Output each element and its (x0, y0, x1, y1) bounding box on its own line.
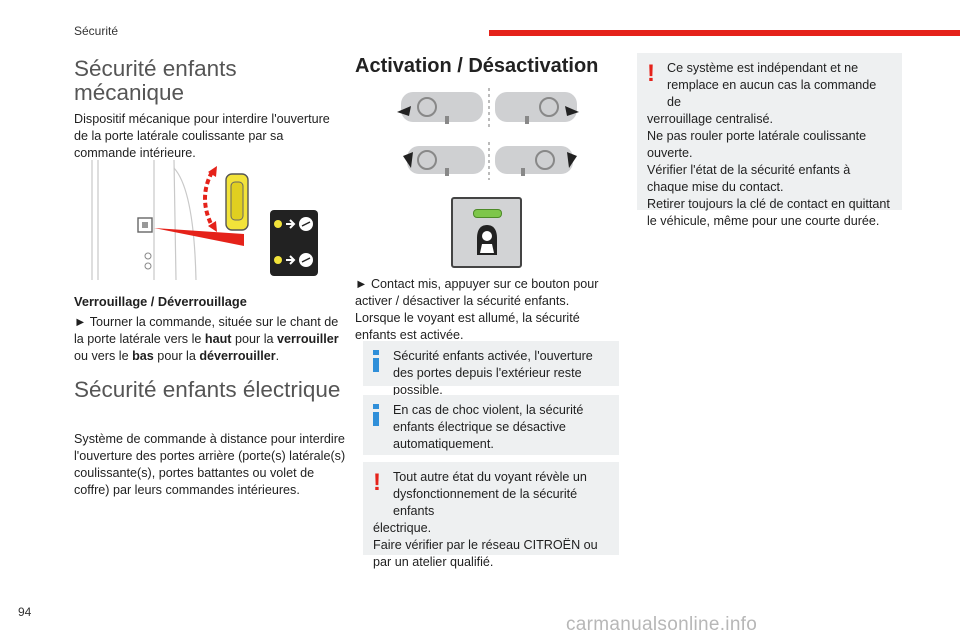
warning-text: dysfonctionnement de la sécurité enfants (393, 487, 578, 518)
child-lock-icon (477, 225, 497, 255)
car-top-view-icon (397, 88, 579, 180)
lock-unlock-heading: Verrouillage / Déverrouillage (74, 294, 247, 309)
warning-icon: ! (373, 469, 381, 496)
mechanical-description: Dispositif mécanique pour interdire l'ou… (74, 112, 330, 160)
info-text: Sécurité enfants activée, l'ouverture de… (393, 349, 593, 397)
warning-text: Tout autre état du voyant révèle un (393, 470, 587, 484)
lock-text-part: pour la (153, 349, 200, 363)
info-box-1: Sécurité enfants activée, l'ouverture de… (363, 341, 619, 397)
lock-text-bold: déverrouiller (199, 349, 276, 363)
lock-text-bold: haut (204, 332, 232, 346)
info-text: En cas de choc violent, la sécurité enfa… (393, 403, 584, 451)
activation-heading: Activation / Désactivation (355, 55, 599, 77)
warning-box-1: ! Tout autre état du voyant révèle un dy… (363, 462, 619, 569)
warning-text: électrique. (373, 521, 432, 535)
info-icon (373, 350, 379, 372)
info-icon (373, 404, 379, 426)
lock-text-bold: bas (132, 349, 154, 363)
bullet-arrow: ► (74, 315, 90, 329)
lock-text-part: . (275, 349, 280, 363)
warning-icon: ! (647, 60, 655, 87)
status-led (473, 209, 502, 218)
warning-box-2: ! Ce système est indépendant et ne rempl… (637, 53, 902, 228)
warning-text: Ne pas rouler porte latérale coulissante… (647, 129, 867, 160)
instruction-text: ► Contact mis, appuyer sur ce bouton pou… (355, 277, 599, 308)
lock-text-part: ou vers le (74, 349, 133, 363)
header-accent-bar (489, 30, 960, 36)
child-lock-button[interactable] (451, 197, 522, 268)
section-label: Sécurité (74, 24, 119, 38)
warning-text: Vérifier l'état de la sécurité enfants à… (647, 163, 851, 194)
watermark: carmanualsonline.info (566, 614, 758, 635)
title-electric: Sécurité enfants électrique (74, 377, 341, 402)
mechanical-lock-illustration (84, 160, 330, 280)
page-number: 94 (18, 605, 32, 619)
instruction-note: Lorsque le voyant est allumé, la sécurit… (355, 311, 580, 342)
electric-description: Système de commande à distance pour inte… (74, 432, 346, 497)
warning-text: Retirer toujours la clé de contact en qu… (647, 197, 890, 228)
lock-instruction: ► Tourner la commande, située sur le cha… (74, 314, 346, 365)
lock-text-part: pour la (231, 332, 278, 346)
title-mechanical: Sécurité enfants mécanique (74, 56, 237, 105)
warning-text: Ce système est indépendant et ne (667, 61, 859, 75)
lock-text-part: Tourner la commande, située sur le chant… (74, 315, 339, 346)
info-box-2: En cas de choc violent, la sécurité enfa… (363, 395, 619, 455)
lock-text-bold: verrouiller (277, 332, 339, 346)
warning-text: verrouillage centralisé. (647, 112, 773, 126)
warning-text: Faire vérifier par le réseau CITROËN ou … (373, 538, 598, 569)
warning-text: remplace en aucun cas la commande de (667, 78, 877, 109)
